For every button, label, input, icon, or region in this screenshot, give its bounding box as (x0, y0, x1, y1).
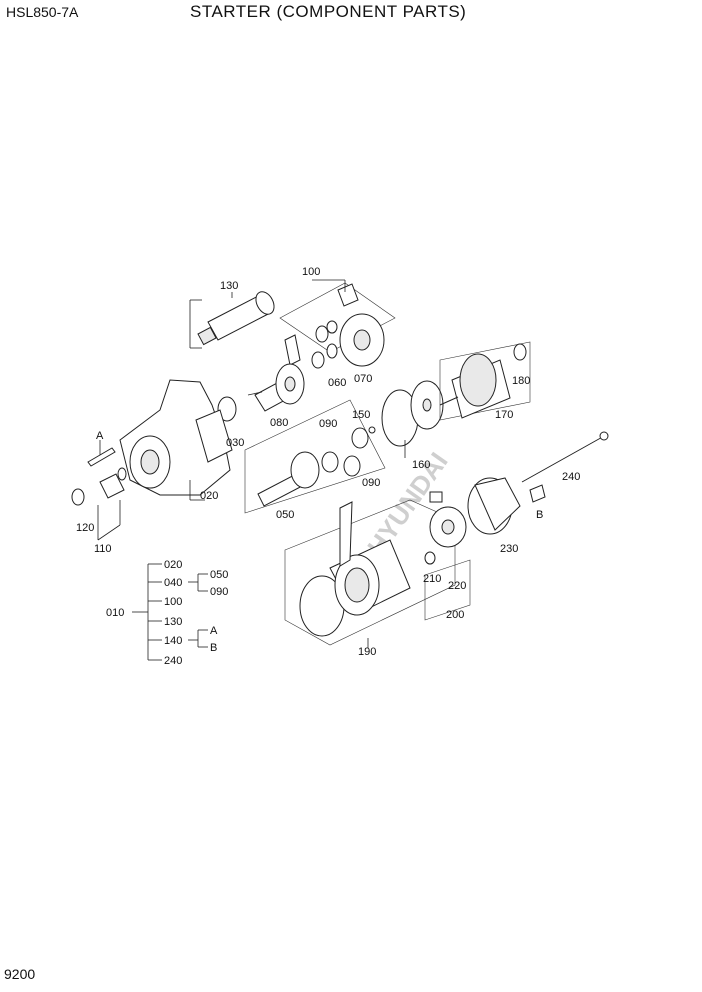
callout-190: 190 (358, 646, 376, 658)
callout-150: 150 (352, 409, 370, 421)
callout-050: 050 (276, 509, 294, 521)
callout-180: 180 (512, 375, 530, 387)
callout-230: 230 (500, 543, 518, 555)
callout-020: 020 (200, 490, 218, 502)
tree-root-010: 010 (106, 607, 124, 619)
callout-ref-a: A (96, 430, 104, 442)
lever-group-100 (279, 279, 396, 369)
callout-labels: 130 100 060 070 080 030 020 A 120 110 09… (76, 266, 580, 658)
callout-130: 130 (220, 280, 238, 292)
model-code: HSL850-7A (6, 4, 79, 20)
callout-210: 210 (423, 573, 441, 585)
yoke-part-190 (284, 499, 456, 648)
tree-item-240: 240 (164, 655, 182, 667)
tree-item-140: 140 (164, 635, 182, 647)
page-title: STARTER (COMPONENT PARTS) (190, 2, 467, 21)
solenoid-part-130 (189, 291, 275, 349)
internal-gear-part-160 (381, 380, 444, 458)
callout-160: 160 (412, 459, 430, 471)
callout-090-upper: 090 (319, 418, 337, 430)
callout-030: 030 (226, 437, 244, 449)
callout-220: 220 (448, 580, 466, 592)
tree-sub-050: 050 (210, 569, 228, 581)
callout-170: 170 (495, 409, 513, 421)
callout-100: 100 (302, 266, 320, 278)
callout-200: 200 (446, 609, 464, 621)
pinion-housing-part-080 (217, 363, 305, 422)
bolt-a-and-clutch-parts (71, 440, 127, 541)
callout-110: 110 (94, 543, 112, 555)
brush-holder-part-200 (424, 491, 471, 621)
tree-item-020: 020 (164, 559, 182, 571)
callout-090-lower: 090 (362, 477, 380, 489)
callout-080: 080 (270, 417, 288, 429)
callout-120: 120 (76, 522, 94, 534)
tree-item-100: 100 (164, 596, 182, 608)
tree-sub-a: A (210, 625, 218, 637)
pinion-shaft-part-050 (244, 399, 386, 514)
armature-part-170 (439, 341, 531, 421)
callout-070: 070 (354, 373, 372, 385)
front-housing-part-020 (119, 379, 233, 501)
callout-060: 060 (328, 377, 346, 389)
parts-breakdown-tree: 010 020 040 100 130 140 240 050 090 A B (106, 559, 228, 667)
callout-ref-b: B (536, 509, 543, 521)
page-number: 9200 (4, 966, 36, 982)
tree-item-130: 130 (164, 616, 182, 628)
tree-sub-b: B (210, 642, 217, 654)
callout-240: 240 (562, 471, 580, 483)
tree-item-040: 040 (164, 577, 182, 589)
rear-cover-part-230 (467, 431, 609, 535)
tree-sub-090: 090 (210, 586, 228, 598)
